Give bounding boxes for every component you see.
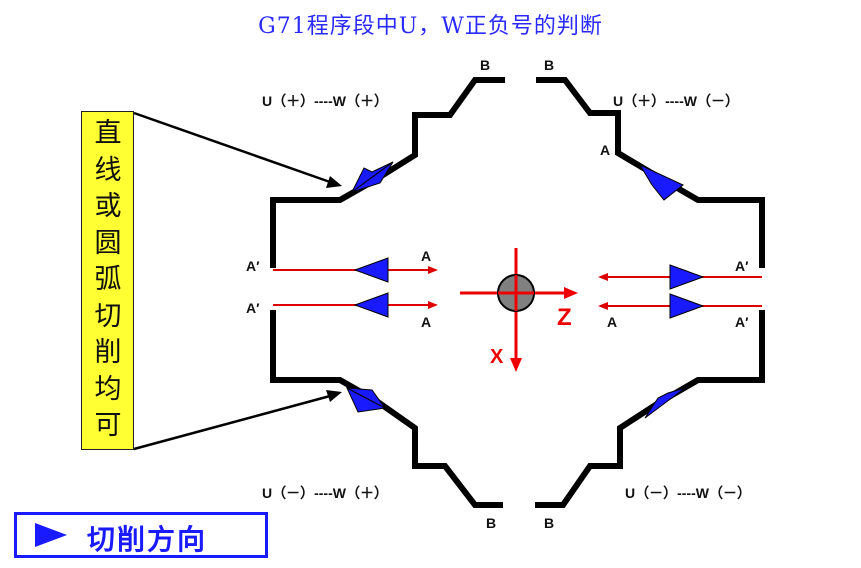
- point-label-b-bottom-right: B: [544, 515, 554, 531]
- legend-label: 切削方向: [87, 523, 208, 556]
- legend-box: 切削方向: [14, 512, 268, 558]
- z-axis-arrowhead: [564, 287, 578, 299]
- x-axis-arrowhead: [510, 358, 522, 372]
- direction-arrow-right-upper: [669, 264, 705, 290]
- direction-arrow-right-lower: [669, 293, 705, 319]
- point-label-b-top-right: B: [544, 57, 554, 73]
- point-label-b-bottom-left: B: [486, 515, 496, 531]
- point-label-a-left-lower: A: [421, 314, 431, 330]
- pointer-arrowhead-upper: [326, 176, 342, 188]
- point-label-a-top-right: A: [600, 142, 610, 158]
- point-label-a-prime-left-lower: A′: [246, 300, 260, 316]
- red-arrowhead-left-lower: [428, 301, 438, 309]
- direction-arrow-top-right: [638, 163, 684, 201]
- diagram-title: G71程序段中U，W正负号的判断: [258, 14, 603, 39]
- note-text: 直线或圆弧切削均可: [94, 118, 122, 441]
- quadrant-label-top-left: U（＋）----W（＋）: [262, 93, 388, 109]
- point-label-a-right-lower: A: [607, 314, 617, 330]
- path-bottom-left: [270, 310, 503, 508]
- note-box: 直线或圆弧切削均可: [81, 111, 134, 450]
- quadrant-label-bottom-left: U（－）----W（＋）: [262, 485, 388, 501]
- direction-arrow-bottom-left-b: [346, 387, 386, 409]
- z-axis-label: Z: [557, 304, 572, 331]
- direction-arrow-left-upper: [353, 257, 389, 283]
- quadrant-label-bottom-right: U（－）----W（－）: [625, 485, 751, 501]
- right-triangle-icon: [35, 523, 67, 547]
- point-label-a-prime-right-lower: A′: [735, 314, 749, 330]
- path-top-right: [536, 77, 765, 268]
- path-top-left: [270, 77, 505, 268]
- point-label-b-top-left: B: [480, 57, 490, 73]
- point-label-a-prime-left-upper: A′: [246, 258, 260, 274]
- pointer-line-upper: [133, 111, 331, 184]
- point-label-a-left-upper: A: [421, 248, 431, 264]
- red-arrowhead-right-lower: [598, 302, 608, 310]
- pointer-arrowhead-lower: [326, 390, 342, 402]
- x-axis-label: X: [490, 346, 504, 368]
- pointer-line-lower: [133, 394, 331, 451]
- point-label-a-prime-right-upper: A′: [735, 258, 749, 274]
- quadrant-label-top-right: U（＋）----W（－）: [613, 93, 739, 109]
- red-arrowhead-right-upper: [598, 273, 608, 281]
- path-bottom-right: [535, 310, 765, 508]
- direction-arrow-bottom-right: [644, 387, 686, 419]
- direction-arrow-top-left-b: [351, 161, 394, 193]
- red-arrowhead-left-upper: [428, 266, 438, 274]
- direction-arrow-left-lower: [353, 292, 389, 318]
